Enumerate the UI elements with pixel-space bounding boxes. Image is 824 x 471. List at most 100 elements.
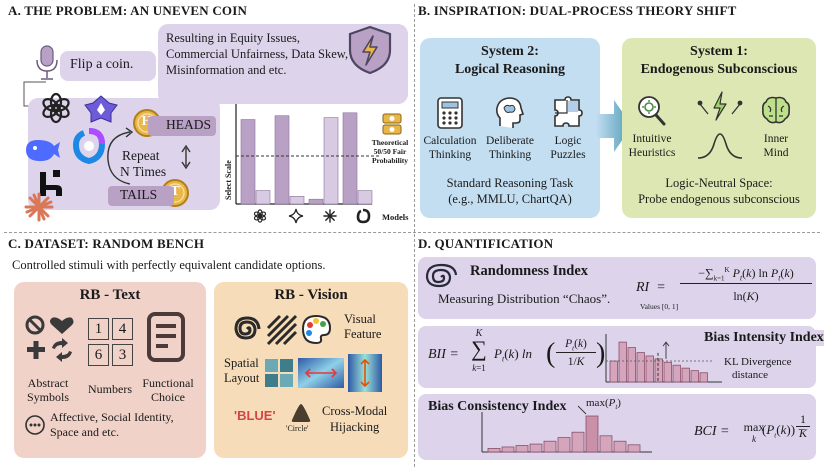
bii-bar <box>654 358 663 383</box>
blue-word-text: 'BLUE' <box>234 408 276 423</box>
vertical-divider <box>414 4 415 467</box>
chart-bar <box>255 190 271 205</box>
n-times-label: N Times <box>120 164 167 179</box>
affective-label-2: Space and etc. <box>50 425 119 439</box>
ri-panel <box>418 257 816 319</box>
affective-label-1: Affective, Social Identity, <box>50 410 174 424</box>
coin-tails-letter: T <box>170 184 180 199</box>
bii-bar <box>663 361 672 383</box>
chart-bar <box>240 119 256 205</box>
bci-max-label: max(Pt) <box>586 397 621 412</box>
bii-bar <box>645 355 654 383</box>
bii-formula-body: Pt(k) ln <box>494 346 533 364</box>
bii-frac-den: 1/K <box>567 356 585 368</box>
spatial-vertical-thumbnail <box>348 354 382 392</box>
bci-bar <box>613 440 627 453</box>
deepseek-logo-icon <box>26 140 60 162</box>
system2-task-1: Standard Reasoning Task <box>446 176 574 190</box>
number-cell: 3 <box>112 344 133 366</box>
spatial-label-2: Layout <box>224 371 260 385</box>
system2-title-1: System 2: <box>481 44 539 59</box>
bci-bar <box>627 444 641 453</box>
bii-frac-num: Pt(k) <box>556 338 596 354</box>
circle-word-text: 'Circle' <box>286 424 309 433</box>
coin-heads-letter: H <box>141 114 153 129</box>
bci-bar <box>529 443 543 453</box>
chart-bar <box>308 198 324 205</box>
bci-bar <box>599 435 613 453</box>
x-axis-claude-icon <box>323 209 337 223</box>
bii-bar <box>609 360 618 383</box>
abstract-symbols-icon <box>25 315 74 362</box>
rb-text-panel <box>14 282 206 458</box>
brain-head-icon <box>496 97 525 128</box>
bci-bar <box>543 440 557 453</box>
bci-max-pointer <box>577 405 587 415</box>
numbers-grid: 1 4 6 3 <box>88 318 134 368</box>
numbers-label: Numbers <box>88 382 132 396</box>
bci-formula-body: (Pt(k)) − <box>762 422 806 440</box>
logic-label-1: Logic <box>554 135 582 147</box>
bii-formula-lhs: BII = <box>428 347 459 362</box>
section-c-subtitle: Controlled stimuli with perfectly equiva… <box>12 258 326 272</box>
spatial-label-1: Spatial <box>224 356 259 370</box>
bci-bar <box>571 431 585 453</box>
number-cell: 4 <box>112 318 133 340</box>
deliberate-label-2: Thinking <box>488 149 532 161</box>
bii-bar <box>618 341 627 383</box>
system1-title-2: Endogenous Subconscious <box>640 62 798 77</box>
spatial-grid-thumbnail <box>265 359 293 387</box>
x-axis-copilot-icon <box>356 208 371 224</box>
bci-title: Bias Consistency Index <box>428 399 567 414</box>
intuitive-label-1: Intuitive <box>632 133 672 145</box>
chart-bar <box>289 196 305 205</box>
functional-label-1: Functional <box>142 376 194 390</box>
bii-bar <box>699 372 708 383</box>
chaos-swirl-icon <box>425 263 458 288</box>
bci-formula-lhs: BCI = <box>694 424 730 439</box>
system1-task-1: Logic-Neutral Space: <box>665 176 773 190</box>
shield-lightning-icon <box>348 25 392 75</box>
intuition-bell-curve-icon <box>697 91 743 159</box>
brain-mind-icon <box>762 96 790 124</box>
inner-label-2: Mind <box>763 147 789 159</box>
bii-bar <box>627 347 636 383</box>
rb-text-title: RB - Text <box>79 287 141 303</box>
bii-paren-left: ( <box>546 338 556 369</box>
issue-text: Resulting in Equity Issues, Commercial U… <box>166 31 349 77</box>
heads-label-box <box>148 116 216 136</box>
bii-bar <box>636 352 645 383</box>
theoretical-label: Theoretical 50/50 Fair Probability <box>371 138 409 165</box>
visual-label-2: Feature <box>344 327 382 341</box>
bii-formula-sum: ∑ <box>471 336 487 361</box>
bii-bar <box>681 367 690 383</box>
ri-title: Randomness Index <box>470 263 589 279</box>
bii-formula-sum-top: K <box>475 328 483 339</box>
kl-label-2: distance <box>732 369 769 381</box>
system2-title-2: Logical Reasoning <box>454 62 566 77</box>
prompt-text: Flip a coin. <box>70 57 134 72</box>
chart-bar <box>342 112 358 205</box>
x-axis-gemini-icon <box>288 208 304 224</box>
deliberate-label-1: Deliberate <box>486 135 534 147</box>
section-b-title: B. INSPIRATION: DUAL-PROCESS THEORY SHIF… <box>418 3 737 18</box>
section-d-title: D. QUANTIFICATION <box>418 236 554 251</box>
bii-paren-right: ) <box>596 338 606 369</box>
bii-bar <box>672 364 681 383</box>
chart-xlabel: Models <box>382 212 409 222</box>
ri-values-range: Values [0, 1] <box>640 302 679 311</box>
bii-bar <box>690 370 699 383</box>
bii-title: Bias Intensity Index <box>704 330 824 346</box>
system1-panel <box>622 38 816 218</box>
chart-bar <box>323 117 339 205</box>
chart-bar <box>357 190 373 205</box>
bii-formula-sum-bottom: k=1 <box>472 363 486 373</box>
claude-logo-icon <box>24 192 54 222</box>
bci-formula-max: max <box>743 420 765 434</box>
x-axis-openai-icon <box>253 209 267 223</box>
